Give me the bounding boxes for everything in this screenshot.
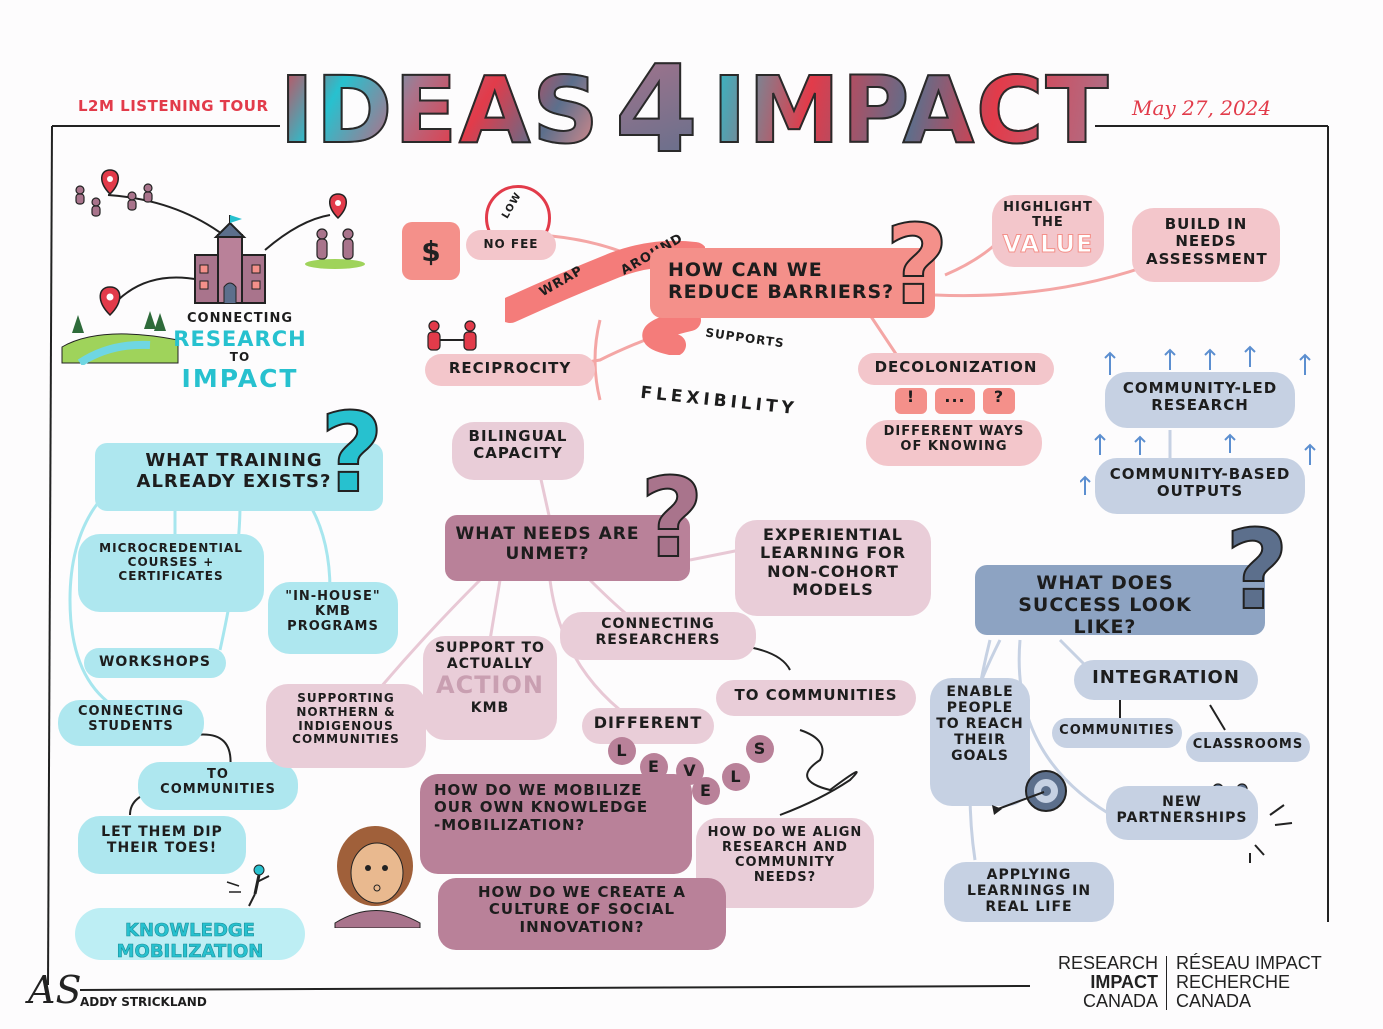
target-icon [988, 765, 1078, 825]
culture-bubble: HOW DO WE CREATE A CULTURE OF SOCIAL INN… [438, 878, 726, 950]
needs-question-mark-icon: ? [639, 454, 705, 582]
northern-box: SUPPORTING NORTHERN & INDIGENOUS COMMUNI… [266, 684, 426, 768]
person-thinking-icon [325, 818, 425, 928]
connecting-students-box: CONNECTING STUDENTS [58, 700, 204, 746]
barriers-question: HOW CAN WE REDUCE BARRIERS? [668, 259, 895, 303]
community-led-box: COMMUNITY-LED RESEARCH [1105, 372, 1295, 428]
date-label: May 27, 2024 [1132, 96, 1272, 120]
level-letter: L [608, 737, 636, 765]
people-group-icon [72, 168, 162, 223]
question-small-icon: ? [983, 387, 1015, 414]
experiential-box: EXPERIENTIAL LEARNING FOR NON-COHORT MOD… [735, 520, 931, 616]
bilingual-box: BILINGUAL CAPACITY [452, 422, 584, 480]
artist-monogram-icon: AS [28, 968, 82, 1012]
question-mark-icon: ? [884, 201, 950, 329]
exclaim-icon: ! [895, 387, 927, 414]
artist-signature: AS ADDY STRICKLAND [28, 968, 228, 1018]
brand-fr: RÉSEAU IMPACT RECHERCHE CANADA [1176, 953, 1322, 1011]
dollar-icon: $ [421, 234, 441, 268]
people-meeting-icon [300, 192, 370, 272]
logo-line-1: CONNECTING [186, 311, 294, 326]
tour-label: L2M LISTENING TOUR [78, 97, 269, 115]
title-impact: IMPACT [711, 56, 1111, 165]
logo-line-3: TO [229, 350, 251, 365]
to-communities-box: TO COMMUNITIES [138, 762, 298, 810]
communities-box: COMMUNITIES [1052, 718, 1182, 748]
community-based-box: COMMUNITY-BASED OUTPUTS [1095, 458, 1305, 514]
brand-divider [1166, 956, 1167, 1010]
logo-line-4: IMPACT [181, 363, 299, 393]
artist-name: ADDY STRICKLAND [80, 995, 207, 1009]
highlight-value-box: HIGHLIGHT THE VALUE [992, 195, 1104, 267]
integration-box: INTEGRATION [1074, 660, 1258, 700]
ways-knowing-box: DIFFERENT WAYS OF KNOWING [866, 420, 1042, 466]
knowledge-mobilization-box: KNOWLEDGE MOBILIZATION [75, 908, 305, 962]
support-action-box: SUPPORT TO ACTUALLY ACTION KMB [423, 636, 557, 740]
level-letter: E [692, 777, 720, 805]
up-arrows-icon [1080, 345, 1320, 500]
university-building-icon [190, 215, 270, 305]
brand-logo: RESEARCH IMPACT CANADA RÉSEAU IMPACT REC… [1040, 954, 1360, 1014]
mobilize-bubble: HOW DO WE MOBILIZE OUR OWN KNOWLEDGE -MO… [420, 774, 692, 874]
microcredential-box: MICROCREDENTIAL COURSES + CERTIFICATES [78, 534, 264, 612]
workshops-box: WORKSHOPS [84, 648, 226, 678]
inhouse-box: "IN-HOUSE" KMB PROGRAMS [268, 582, 398, 654]
logo-left: CONNECTING RESEARCH TO IMPACT [170, 311, 310, 394]
dip-toes-box: LET THEM DIP THEIR TOES! [78, 816, 246, 874]
decolonization-box: DECOLONIZATION [858, 353, 1054, 385]
classrooms-box: CLASSROOMS [1186, 732, 1310, 762]
landscape-pin-icon [60, 285, 180, 365]
align-box: HOW DO WE ALIGN RESEARCH AND COMMUNITY N… [696, 818, 874, 908]
success-question-mark-icon: ? [1224, 506, 1290, 634]
fee-arrow-icon: $ [402, 222, 460, 280]
levels-letters: L E V E L S [600, 735, 780, 805]
applying-box: APPLYING LEARNINGS IN REAL LIFE [944, 862, 1114, 922]
connecting-researchers-box: CONNECTING RESEARCHERS [560, 612, 756, 660]
level-letter: L [722, 763, 750, 791]
barriers-question-box: HOW CAN WE REDUCE BARRIERS? [650, 248, 935, 318]
title-four: 4 [614, 40, 699, 181]
person-jumping-icon [225, 862, 285, 912]
needs-to-communities-box: TO COMMUNITIES [716, 680, 916, 716]
no-fee-label: NO FEE [466, 230, 556, 260]
needs-question-box: WHAT NEEDS ARE UNMET? [445, 515, 690, 581]
training-question-mark-icon: ? [319, 389, 385, 517]
logo-line-2: RESEARCH [173, 326, 307, 351]
level-letter: S [746, 735, 774, 763]
brand-en: RESEARCH IMPACT CANADA [1057, 953, 1158, 1011]
different-box: DIFFERENT [582, 708, 714, 744]
title-ideas: IDEAS [279, 56, 601, 165]
training-question-box: WHAT TRAINING ALREADY EXISTS? [95, 443, 383, 511]
success-question-box: WHAT DOES SUCCESS LOOK LIKE? [975, 565, 1265, 638]
two-people-icon [420, 318, 490, 363]
enable-box: ENABLE PEOPLE TO REACH THEIR GOALS [930, 678, 1030, 806]
speech-symbols: ! ... ? [895, 387, 1025, 418]
reciprocity-box: RECIPROCITY [425, 354, 595, 386]
ellipsis-icon: ... [935, 387, 975, 414]
partnerships-box: NEW PARTNERSHIPS [1106, 786, 1258, 840]
needs-assessment-box: BUILD IN NEEDS ASSESSMENT [1132, 208, 1280, 282]
main-title: IDEAS 4 IMPACT [279, 40, 1110, 181]
